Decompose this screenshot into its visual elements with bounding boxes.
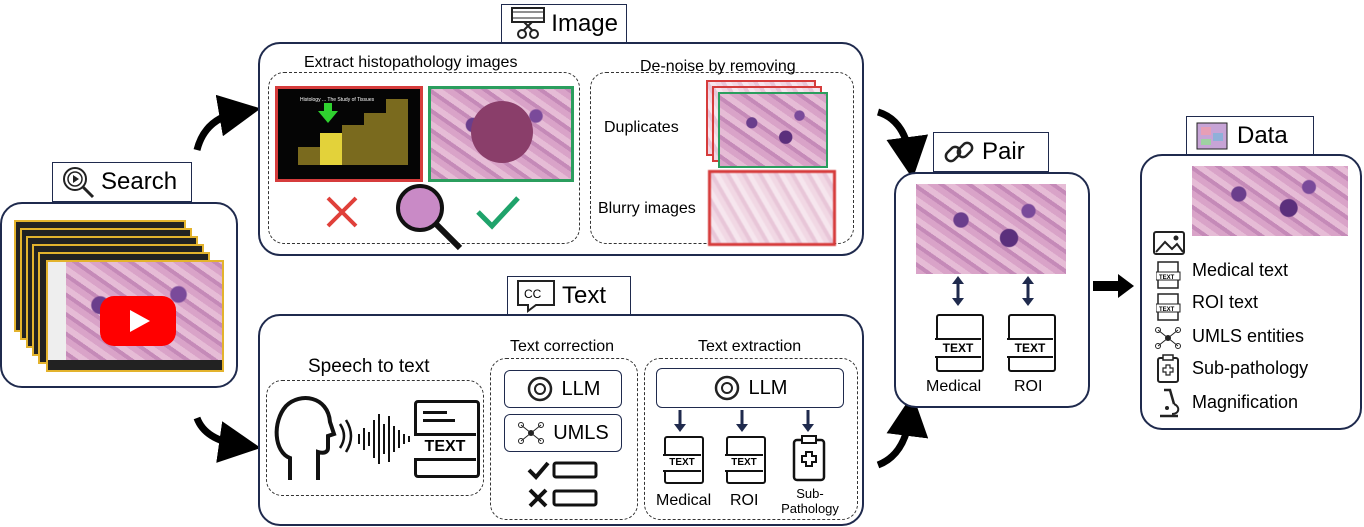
data-item-sub-pathology: Sub-pathology [1192,358,1309,378]
extraction-title: Text extraction [698,338,802,355]
text-document-icon: TEXT [414,400,480,478]
caption-icon: CC [517,280,555,313]
data-item-umls-entities: UMLS entities [1192,326,1305,346]
denoise-title: De-noise by removing [640,58,796,75]
svg-text:CC: CC [524,287,542,301]
roi-text-icon: TEXT [1156,293,1181,321]
arrow-search-to-text [193,416,261,463]
data-label: Data [1237,122,1288,149]
pair-roi-label: ROI [1014,378,1043,395]
medical-text-icon: TEXT [663,436,704,484]
pair-medical-label: Medical [926,378,982,395]
umls-correction-box: UMLS [504,414,622,452]
magnifier-icon [396,184,463,251]
data-item-roi-text: ROI text [1192,292,1259,312]
image-icon [1153,231,1185,255]
extract-title: Extract histopathology images [304,54,518,71]
data-item-magnification: Magnification [1192,392,1299,412]
pair-tag: Pair [933,132,1049,172]
speech-title: Speech to text [308,356,430,377]
data-histology-image [1192,166,1348,236]
clipboard-icon [792,435,826,482]
data-tag: Data [1186,116,1314,156]
dataset-icon [1196,122,1228,150]
pair-medical-text-icon: TEXT [935,314,984,372]
speaking-head-icon [274,396,337,480]
text-label: Text [562,282,607,309]
duplicate-images [718,92,828,168]
network-icon [518,422,545,444]
video-search-icon [63,167,95,199]
svg-text:TEXT: TEXT [1159,275,1175,281]
film-scissors-icon [511,7,545,39]
medical-text-icon: TEXT [1156,261,1181,289]
llm-extraction-box: LLM [656,368,844,408]
pair-histology-image [916,184,1066,274]
link-icon [944,141,974,163]
roi-text-icon: TEXT [725,436,766,484]
svg-text:TEXT: TEXT [1159,307,1175,313]
image-label: Image [551,10,618,37]
blurry-image [708,170,836,246]
accept-check-icon [476,196,520,230]
llm-correction-box: LLM [504,370,622,408]
youtube-play-icon[interactable] [100,296,176,346]
extraction-medical-label: Medical [656,492,712,509]
image-panel: Extract histopathology images Histology … [258,42,864,256]
search-label: Search [101,168,178,195]
search-tag: Search [52,162,192,202]
clipboard-icon [1157,354,1179,383]
openai-icon [527,376,552,402]
text-panel: Speech to text TEXT Text correction LLM … [258,314,864,526]
data-panel: TEXT TEXT [1140,154,1362,430]
extraction-arrows [674,410,814,432]
extraction-roi-label: ROI [730,492,759,509]
checklist-icon [527,461,598,508]
soundwave-icon [358,414,410,464]
text-tag: CC Text [507,276,631,316]
search-panel [0,202,238,388]
arrow-search-to-image [193,94,261,151]
correction-title: Text correction [510,338,615,355]
slide-thumbnail-rejected: Histology ... The Study of Tissues [275,86,423,182]
arrow-text-to-pair [876,394,929,469]
pair-roi-text-icon: TEXT [1007,314,1056,372]
pair-label: Pair [982,138,1025,165]
histology-thumbnail-accepted [428,86,574,182]
reject-x-icon [326,196,358,228]
image-tag: Image [501,4,627,44]
arrow-image-to-pair [876,108,929,179]
network-icon [1155,327,1181,349]
extraction-subpathology-label: Sub-Pathology [781,486,839,516]
pair-arrows [952,276,1034,306]
pair-panel: TEXT TEXT Medical ROI [894,172,1090,408]
openai-icon [714,375,739,401]
duplicates-label: Duplicates [604,119,679,136]
blurry-label: Blurry images [598,200,696,217]
data-item-medical-text: Medical text [1192,260,1289,280]
microscope-icon [1160,388,1180,418]
